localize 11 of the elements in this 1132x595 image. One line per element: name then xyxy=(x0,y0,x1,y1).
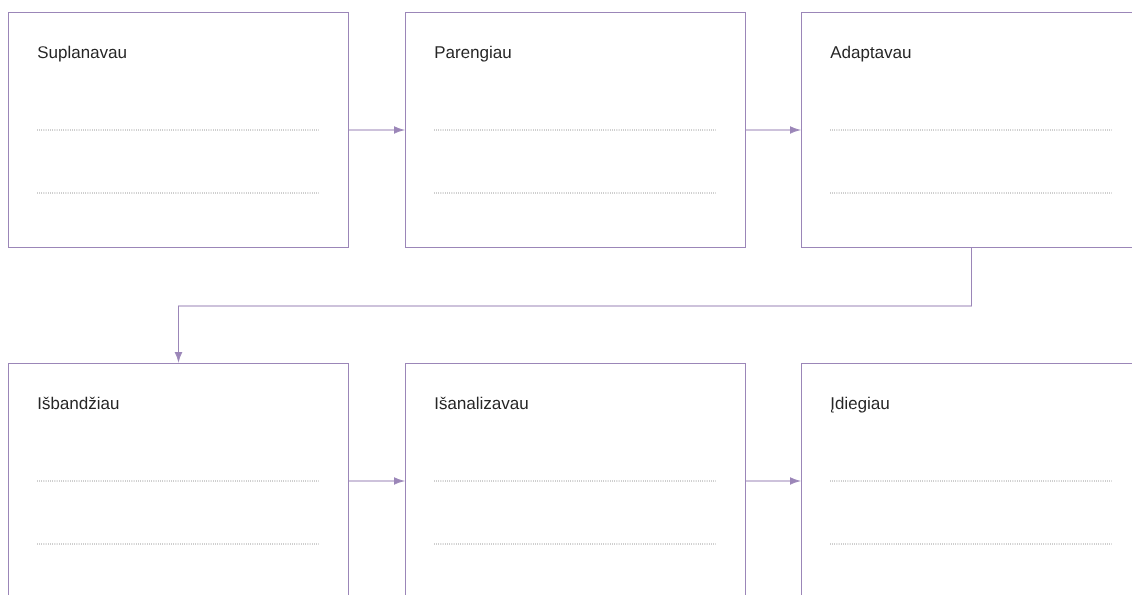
arrow xyxy=(745,126,800,134)
process-box: Suplanavau xyxy=(8,12,349,248)
process-box: Išanalizavau xyxy=(405,363,746,595)
arrow xyxy=(348,126,404,134)
process-box: Išbandžiau xyxy=(8,363,349,595)
process-box: Įdiegiau xyxy=(801,363,1132,595)
process-box: Adaptavau xyxy=(801,12,1132,248)
arrow xyxy=(348,477,404,485)
arrow xyxy=(174,247,972,362)
arrow xyxy=(745,477,800,485)
process-box: Parengiau xyxy=(405,12,746,248)
